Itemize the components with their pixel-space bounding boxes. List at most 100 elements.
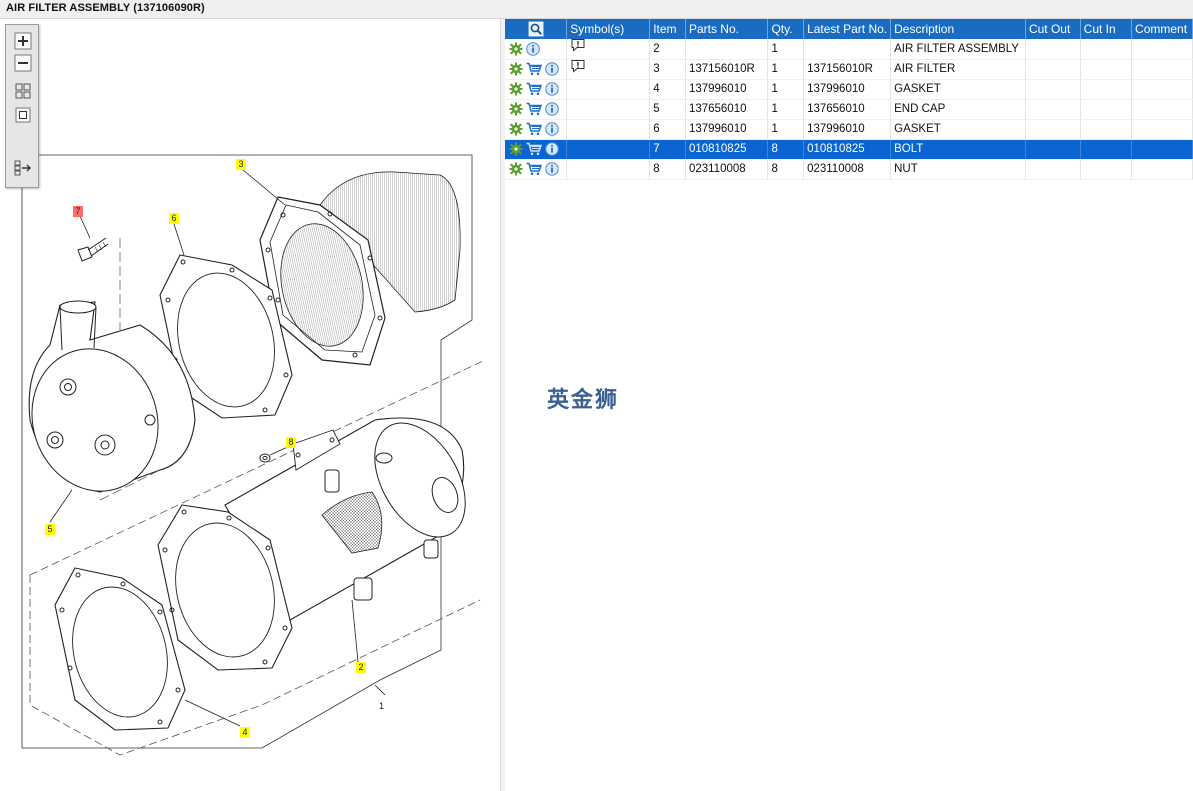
row-cut-out (1025, 39, 1081, 60)
row-qty: 1 (767, 39, 805, 60)
info-icon[interactable] (545, 102, 559, 116)
info-icon[interactable] (545, 62, 559, 76)
info-icon[interactable] (545, 82, 559, 96)
fit-all-button[interactable] (13, 81, 33, 101)
callout-3[interactable]: 3 (236, 159, 246, 170)
row-cut-out (1025, 59, 1081, 80)
end-cap-part (28, 300, 196, 493)
cart-icon[interactable] (526, 82, 542, 96)
info-icon[interactable] (545, 142, 559, 156)
row-actions-cell (505, 139, 568, 160)
row-symbol-cell (566, 79, 651, 100)
speech-warning-icon (571, 59, 585, 73)
row-cut-in (1080, 79, 1133, 100)
gear-icon[interactable] (509, 82, 523, 96)
row-description: AIR FILTER ASSEMBLY (890, 39, 1026, 60)
header-comment[interactable]: Comment (1131, 19, 1193, 39)
row-description: AIR FILTER (890, 59, 1026, 80)
row-qty: 1 (767, 99, 805, 120)
header-parts-no[interactable]: Parts No. (685, 19, 769, 39)
callout-7[interactable]: 7 (73, 206, 83, 217)
row-parts-no: 137996010 (685, 79, 769, 100)
cart-icon[interactable] (526, 122, 542, 136)
info-icon[interactable] (545, 162, 559, 176)
row-comment (1131, 159, 1193, 180)
leader-lines (49, 169, 386, 727)
cart-icon[interactable] (526, 142, 542, 156)
row-item: 8 (649, 159, 686, 180)
row-description: BOLT (890, 139, 1026, 160)
row-comment (1131, 59, 1193, 80)
minus-icon (14, 54, 32, 72)
zoom-in-button[interactable] (13, 31, 33, 51)
parts-table-body: 2 1 AIR FILTER ASSEMBLY 3 137156010R 1 1… (505, 39, 1193, 180)
gear-icon[interactable] (509, 102, 523, 116)
cart-icon[interactable] (526, 62, 542, 76)
header-item[interactable]: Item (649, 19, 686, 39)
toggle-panel-button[interactable] (13, 158, 33, 178)
table-row[interactable]: 2 1 AIR FILTER ASSEMBLY (505, 39, 1193, 60)
table-row[interactable]: 3 137156010R 1 137156010R AIR FILTER (505, 59, 1193, 80)
table-row[interactable]: 4 137996010 1 137996010 GASKET (505, 79, 1193, 100)
zoom-toolbar (5, 24, 39, 188)
nut-part (259, 453, 271, 463)
gear-icon[interactable] (509, 42, 523, 56)
fit-window-button[interactable] (13, 105, 33, 125)
gear-icon[interactable] (509, 122, 523, 136)
row-cut-in (1080, 139, 1133, 160)
gasket-middle-part (157, 504, 293, 671)
header-cut-in[interactable]: Cut In (1080, 19, 1133, 39)
row-parts-no: 137656010 (685, 99, 769, 120)
callout-2[interactable]: 2 (356, 662, 366, 673)
table-row[interactable]: 6 137996010 1 137996010 GASKET (505, 119, 1193, 140)
gear-icon[interactable] (509, 142, 523, 156)
callout-1[interactable]: 1 (379, 701, 385, 711)
table-row[interactable]: 7 010810825 8 010810825 BOLT (505, 139, 1193, 160)
row-actions-cell (505, 119, 568, 140)
row-latest-part-no: 137656010 (803, 99, 892, 120)
grid-icon (15, 83, 31, 99)
row-qty: 8 (767, 159, 805, 180)
header-symbols[interactable]: Symbol(s) (566, 19, 651, 39)
table-row[interactable]: 5 137656010 1 137656010 END CAP (505, 99, 1193, 120)
row-actions-cell (505, 159, 568, 180)
header-cut-out[interactable]: Cut Out (1025, 19, 1081, 39)
row-symbol-cell (566, 39, 651, 60)
callout-6[interactable]: 6 (169, 213, 179, 224)
zoom-out-button[interactable] (13, 53, 33, 73)
row-comment (1131, 79, 1193, 100)
magnifier-icon (528, 21, 544, 37)
table-row[interactable]: 8 023110008 8 023110008 NUT (505, 159, 1193, 180)
row-actions-cell (505, 99, 568, 120)
row-cut-in (1080, 99, 1133, 120)
callout-5[interactable]: 5 (45, 524, 55, 535)
row-latest-part-no: 137156010R (803, 59, 892, 80)
header-search[interactable] (505, 19, 568, 39)
dashed-outline (29, 575, 481, 756)
row-cut-out (1025, 79, 1081, 100)
info-icon[interactable] (526, 41, 540, 56)
pane-splitter[interactable] (501, 19, 505, 791)
row-description: END CAP (890, 99, 1026, 120)
drawing-pane[interactable]: 3 6 7 8 5 2 4 1 (0, 19, 501, 791)
row-comment (1131, 39, 1193, 60)
callout-4[interactable]: 4 (240, 727, 250, 738)
row-qty: 8 (767, 139, 805, 160)
header-description[interactable]: Description (890, 19, 1026, 39)
header-qty[interactable]: Qty. (767, 19, 805, 39)
gear-icon[interactable] (509, 162, 523, 176)
cart-icon[interactable] (526, 162, 542, 176)
gear-icon[interactable] (509, 62, 523, 76)
info-icon[interactable] (545, 122, 559, 136)
row-cut-in (1080, 59, 1133, 80)
row-item: 6 (649, 119, 686, 140)
title-bar: AIR FILTER ASSEMBLY (137106090R) (0, 0, 1193, 19)
row-qty: 1 (767, 119, 805, 140)
row-cut-out (1025, 159, 1081, 180)
row-item: 3 (649, 59, 686, 80)
row-comment (1131, 99, 1193, 120)
cart-icon[interactable] (526, 102, 542, 116)
parts-table-pane: Symbol(s) Item Parts No. Qty. Latest Par… (505, 19, 1193, 791)
callout-8[interactable]: 8 (286, 437, 296, 448)
header-latest-part-no[interactable]: Latest Part No. (803, 19, 892, 39)
